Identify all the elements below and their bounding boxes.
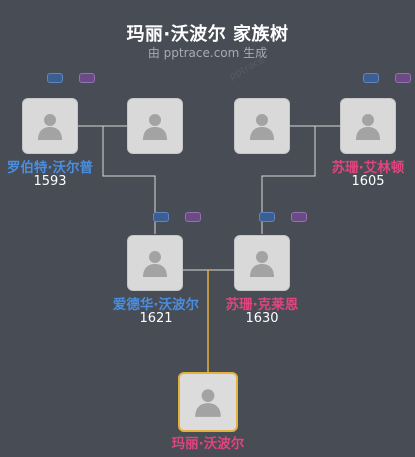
page-subtitle: 由 pptrace.com 生成 (147, 46, 268, 60)
person-silhouette-icon (250, 251, 274, 277)
purple-tag-icon[interactable] (395, 73, 411, 83)
person-card-mother[interactable] (234, 235, 290, 291)
person-name: 苏珊·艾林顿 (331, 160, 405, 176)
person-silhouette-icon (250, 114, 274, 140)
blue-tag-icon[interactable] (363, 73, 379, 83)
person-name: 苏珊·克莱恩 (225, 297, 299, 313)
person-card-maternal-grandfather[interactable] (234, 98, 290, 154)
descent-line-maternal (261, 126, 316, 234)
person-silhouette-icon (195, 389, 221, 417)
person-year: 1605 (351, 174, 385, 189)
purple-tag-icon[interactable] (79, 73, 95, 83)
person-silhouette-icon (143, 251, 167, 277)
person-year: 1593 (33, 174, 67, 189)
blue-tag-icon[interactable] (153, 212, 169, 222)
person-card-maternal-grandmother[interactable] (340, 98, 396, 154)
person-card-focus[interactable] (178, 372, 238, 432)
person-name: 玛丽·沃波尔 (171, 436, 245, 452)
purple-tag-icon[interactable] (185, 212, 201, 222)
person-card-paternal-grandfather[interactable] (22, 98, 78, 154)
person-silhouette-icon (356, 114, 380, 140)
blue-tag-icon[interactable] (259, 212, 275, 222)
blue-tag-icon[interactable] (47, 73, 63, 83)
person-year: 1621 (139, 311, 173, 326)
purple-tag-icon[interactable] (291, 212, 307, 222)
person-year: 1630 (245, 311, 279, 326)
person-name: 爱德华·沃波尔 (112, 297, 200, 313)
person-card-father[interactable] (127, 235, 183, 291)
page-title: 玛丽·沃波尔 家族树 (126, 24, 289, 45)
person-name: 罗伯特·沃尔普 (6, 160, 94, 176)
person-card-paternal-grandmother[interactable] (127, 98, 183, 154)
descent-line-paternal (102, 126, 156, 234)
person-silhouette-icon (143, 114, 167, 140)
person-silhouette-icon (38, 114, 62, 140)
